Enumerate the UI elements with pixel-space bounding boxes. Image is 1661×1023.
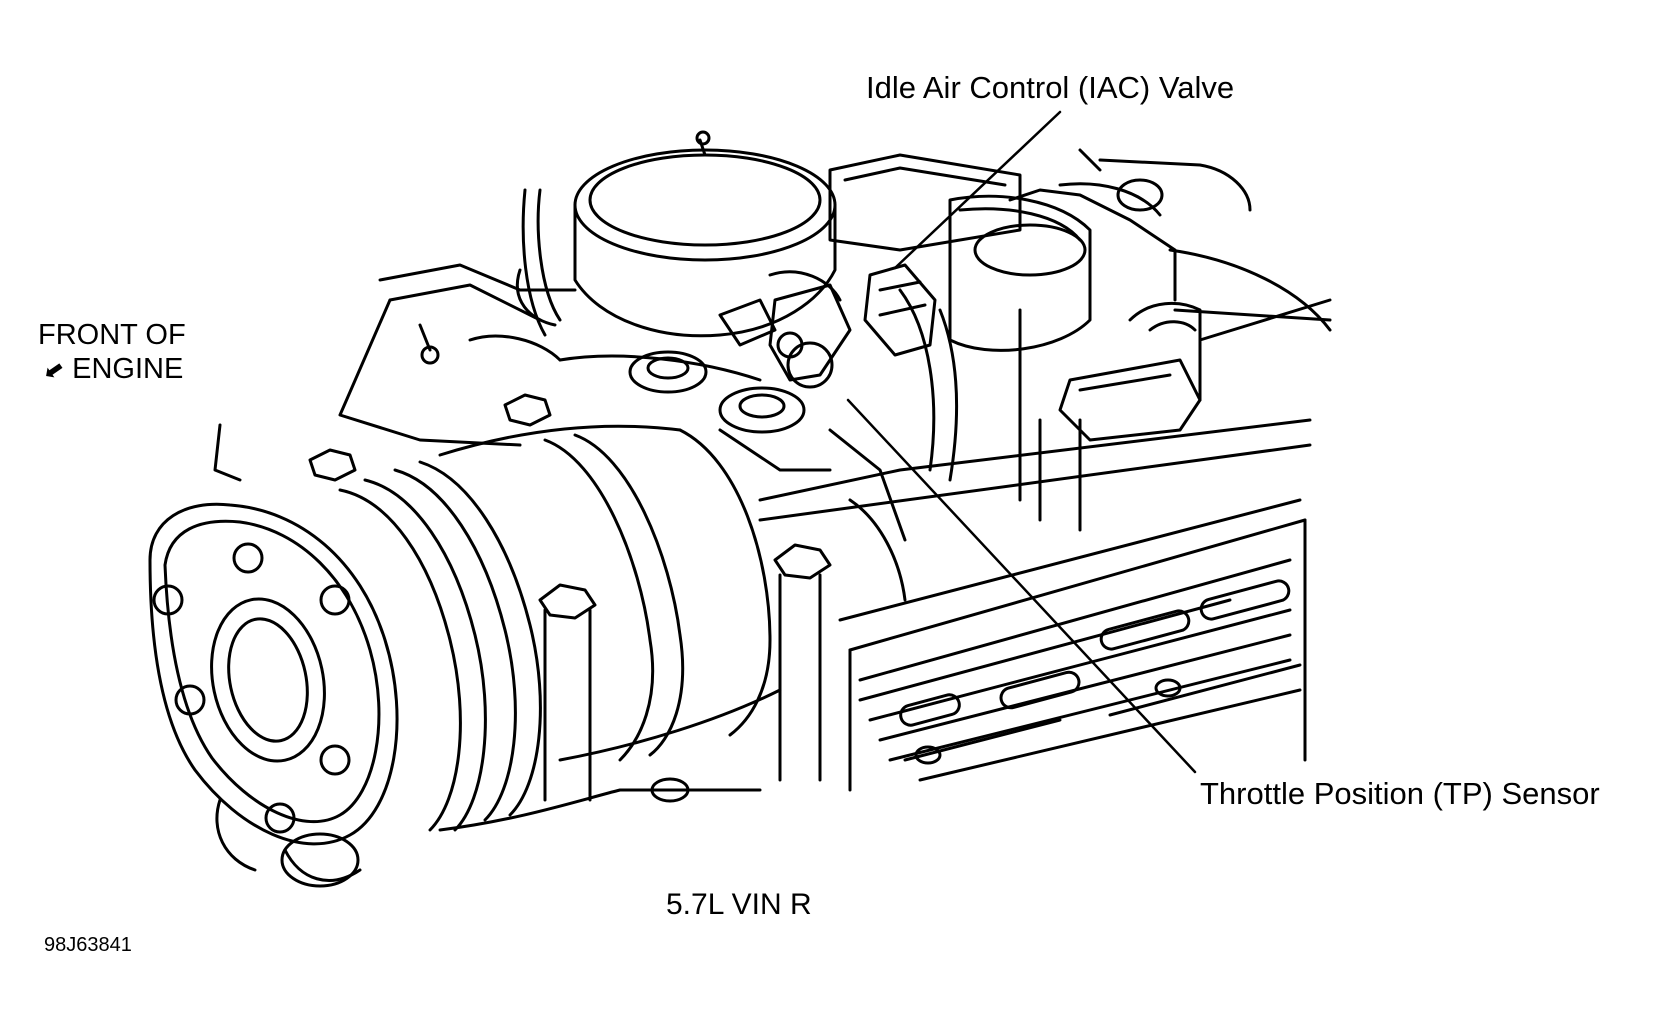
front-of-engine-line1: FRONT OF xyxy=(38,319,186,351)
mounting-bolts xyxy=(213,393,832,802)
figure-id-label: 98J63841 xyxy=(44,934,132,956)
ac-compressor-clutch-pulley xyxy=(148,424,782,888)
front-of-engine-label: FRONT OF ⬅ENGINE xyxy=(38,318,186,388)
tp-sensor-label: Throttle Position (TP) Sensor xyxy=(1200,776,1600,811)
plenum-and-hoses xyxy=(898,148,1332,532)
iac-valve-assembly xyxy=(718,263,937,389)
throttle-body-air-inlet xyxy=(521,130,1022,338)
front-of-engine-line2-row: ⬅ENGINE xyxy=(38,352,186,388)
engine-code-label: 5.7L VIN R xyxy=(666,888,812,921)
callout-leader-lines xyxy=(846,110,1197,774)
intake-manifold xyxy=(338,263,907,602)
valve-cover xyxy=(758,418,1312,792)
arrow-pointing-front-icon: ⬅ xyxy=(37,353,70,388)
iac-valve-label: Idle Air Control (IAC) Valve xyxy=(866,70,1235,105)
front-of-engine-line2: ENGINE xyxy=(72,353,184,385)
